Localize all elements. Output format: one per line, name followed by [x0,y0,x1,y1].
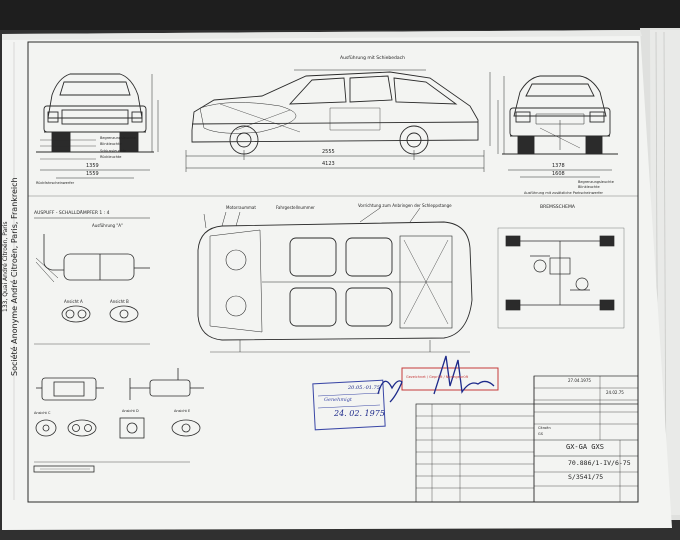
approval-stamp [312,379,386,431]
title-ref: S/3541/75 [568,473,604,481]
side-dim-wheelbase: 2555 [322,149,335,155]
title-date-2: 24.02.75 [606,390,624,395]
stamp-date-1: 20.05.-01.75 [348,385,380,391]
rear-label-3: Rückleuchte [100,155,122,159]
brake-schema-drawing [497,227,625,329]
front-dim-1: 1378 [552,163,565,169]
side-view-drawing [185,69,491,172]
signature-left [377,380,403,403]
title-model: GX-GA GXS [566,443,604,451]
title-block [415,375,639,503]
side-dim-length: 4123 [322,161,335,167]
title-date: 27.04.1975 [568,378,591,383]
exhaust-drawing [34,217,150,345]
red-stamp-text: Gezeichnet / Geprüft / Normgeprüft [406,375,469,379]
stamp-approved: Genehmigt [324,397,352,403]
front-view-drawing [497,75,618,178]
title-small-1: Citroën [538,426,551,430]
front-dim-2: 1608 [552,171,565,177]
rear-label-5: Rückfahrscheinwerfer [36,181,75,185]
rear-dim-1: 1359 [86,163,99,169]
rear-label-4: Schlussleuchte [100,149,127,153]
exhaust-view-a: Ansicht A [64,299,83,304]
exhaust-view-b: Ansicht B [110,299,129,304]
exhaust-subtitle: Ausführung "A" [92,223,123,228]
title-small-2: GS [538,432,543,436]
front-label-1: Begrenzungsleuchte [578,180,614,184]
parts-drawings [33,368,204,473]
rear-label-2: Blinkleuchte [100,142,122,146]
parts-view-e: Ansicht E [174,409,191,413]
paper-sheet [2,30,672,530]
plan-label-tow: Vorrichtung zum Anbringen der Schleppsta… [358,203,452,208]
plan-label-chassis: Fahrgestellnummer [276,205,315,210]
exhaust-title: AUSPUFF - SCHALLDÄMPFER 1 : 4 [34,211,110,216]
front-label-2: Blinkleuchte [578,185,600,189]
plan-view-drawing [197,207,473,353]
signature-right [433,355,495,395]
company-name: Société Anonyme André Citroën, Paris, Fr… [10,177,19,376]
brake-title: BREMSSCHEMA [540,205,575,210]
plan-label-engine: Motorraummat [226,205,256,210]
rear-label-1: Begrenzungsleuchte [100,136,136,140]
parts-view-c: Ansicht C [34,411,51,415]
company-address: 133, Quai André Citroën, Paris [2,221,9,312]
parts-view-d: Ansicht D [122,409,139,413]
check-stamp [401,367,499,391]
rear-view-drawing [36,73,159,179]
front-label-3: Ausführung mit zusätzliche Parkscheinwer… [524,191,603,195]
rear-dim-2: 1559 [86,171,99,177]
stamp-date-2: 24. 02. 1975 [334,409,385,418]
title-drawing-no: 70.886/1-IV/6-75 [568,459,631,467]
side-view-title: Ausführung mit Schiebedach [340,56,405,61]
drawing-frame [27,41,639,503]
